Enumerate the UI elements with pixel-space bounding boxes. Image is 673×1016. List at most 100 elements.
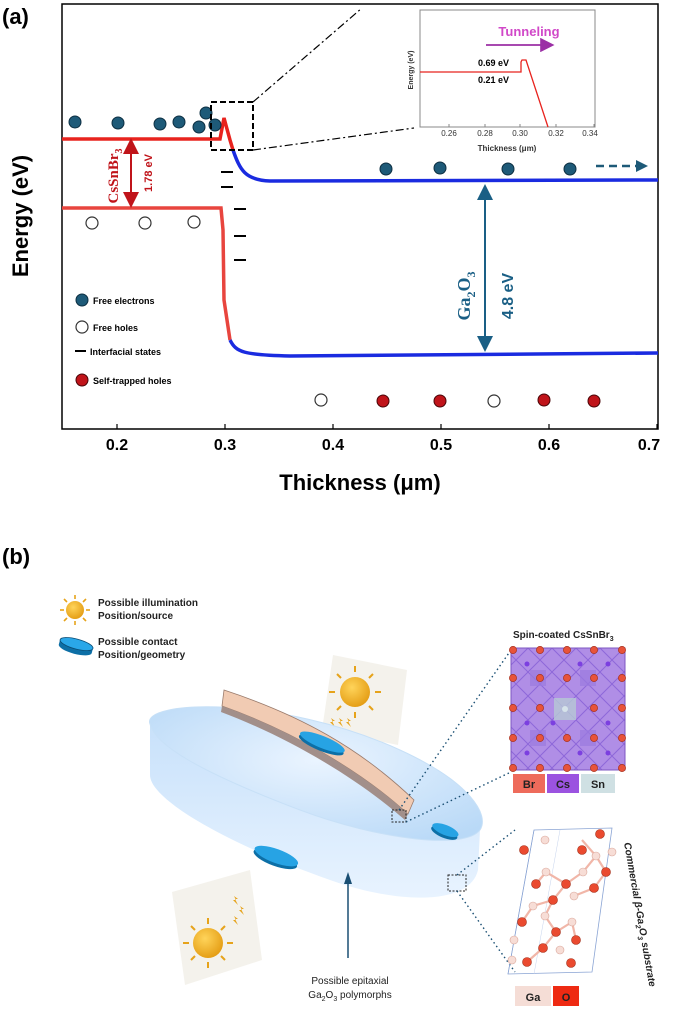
sun-legend-icon <box>60 595 90 625</box>
interfacial-states <box>221 171 246 261</box>
ga2o3-conduction-band <box>231 149 659 183</box>
epitaxial-label-line2: Ga2O3 polymorphs <box>308 990 391 1003</box>
electron <box>192 120 206 134</box>
epi-suffix: polymorphs <box>337 990 391 1001</box>
free-electrons <box>68 106 577 176</box>
inset-plot: 0.26 0.28 0.30 0.32 0.34 Thickness (μm) … <box>408 9 598 153</box>
electron <box>68 115 82 129</box>
legend-contact-line2: Position/geometry <box>98 650 186 661</box>
csnbr-gap-label: 1.78 eV <box>143 153 155 192</box>
panel-a-label: (a) <box>2 4 29 29</box>
self-trapped-hole <box>433 394 447 408</box>
contact-pad-bottom <box>253 845 299 870</box>
element-o: O <box>562 992 571 1004</box>
ga-subscript: 2 <box>464 292 478 298</box>
x-tick-label: 0.6 <box>538 437 560 454</box>
epi-ga: Ga <box>308 990 322 1001</box>
o-text: O <box>454 277 474 291</box>
sn-center <box>554 698 576 720</box>
inset-barrier-low: 0.21 eV <box>478 75 509 85</box>
ga2o3-valence-band <box>228 339 659 358</box>
x-tick-label: 0.3 <box>214 437 236 454</box>
inset-band-curve <box>420 59 549 128</box>
ga2o3-gap-label: 4.8 eV <box>500 273 517 320</box>
free-holes <box>85 215 501 408</box>
inset-tick-label: 0.32 <box>548 129 564 138</box>
electron <box>501 162 515 176</box>
zoom-connectors-b <box>398 649 516 973</box>
inset-tick-label: 0.34 <box>582 129 598 138</box>
x-tick-label: 0.2 <box>106 437 128 454</box>
substrate-sub2: 3 <box>636 936 644 941</box>
epi-o: O <box>326 990 334 1001</box>
self-trapped-hole <box>537 393 551 407</box>
hole <box>85 216 99 230</box>
legend-hole-marker <box>75 320 89 334</box>
electron <box>111 116 125 130</box>
element-cs: Cs <box>556 779 570 791</box>
inset-barrier-high: 0.69 eV <box>478 58 509 68</box>
contact-pad-film <box>298 731 345 756</box>
hole <box>487 394 501 408</box>
o-atoms <box>517 829 611 968</box>
cs-sites <box>530 670 596 746</box>
csnbr-material-label: CsSnBr3 <box>106 148 125 203</box>
illumination-source-bottom <box>172 870 262 985</box>
csnbr-valence-band <box>62 206 232 341</box>
o-subscript: 3 <box>464 271 478 277</box>
substrate-sub1: 2 <box>633 923 641 929</box>
epi-sub1: 2 <box>322 996 326 1003</box>
csnbr-film-edge <box>221 706 408 820</box>
electron <box>379 162 393 176</box>
inset-ticks <box>448 124 595 127</box>
electron <box>172 115 186 129</box>
self-trapped-hole <box>587 394 601 408</box>
light-bolt-icons <box>233 896 244 925</box>
legend-self-trapped-marker <box>75 373 89 387</box>
spin-coated-text: Spin-coated CsSnBr <box>513 630 610 641</box>
csnbr-subscript: 3 <box>114 148 125 153</box>
inset-tick-label: 0.26 <box>441 129 457 138</box>
electron <box>563 162 577 176</box>
illumination-source-top <box>322 655 407 745</box>
element-legend-bottom: Ga O <box>515 986 579 1006</box>
br-atoms <box>509 646 626 772</box>
element-sn: Sn <box>591 779 605 791</box>
self-trapped-hole <box>376 394 390 408</box>
panel-a-legend: Free electrons Free holes Interfacial st… <box>75 293 172 387</box>
inset-y-title: Energy (eV) <box>408 51 415 90</box>
substrate-o: O <box>636 927 648 937</box>
x-tick-label: 0.4 <box>322 437 344 454</box>
inset-tick-label: 0.30 <box>512 129 528 138</box>
spin-coated-label: Spin-coated CsSnBr3 <box>513 630 614 643</box>
spin-coated-subscript: 3 <box>610 636 614 643</box>
hole <box>314 393 328 407</box>
zoom-box <box>210 101 254 151</box>
legend-interfacial-states: Interfacial states <box>90 347 161 357</box>
ga-text: Ga <box>454 298 474 321</box>
sun-icon <box>340 677 370 707</box>
hole <box>138 216 152 230</box>
substrate-suffix: substrate <box>638 939 657 988</box>
substrate-label: Commercial β-Ga2O3 substrate <box>619 842 657 989</box>
cs-atoms <box>524 661 611 756</box>
ga2o3-material-label: Ga2O3 <box>454 271 478 320</box>
csnbr-label-text: CsSnBr <box>106 153 122 203</box>
zoom-connector-top <box>252 7 363 103</box>
legend-self-trapped-holes: Self-trapped holes <box>93 376 172 386</box>
contact-pad-right <box>431 823 459 840</box>
sun-icon <box>193 928 223 958</box>
contact-legend-icon <box>58 637 94 656</box>
epi-sub2: 3 <box>333 996 337 1003</box>
legend-illumination-line2: Position/source <box>98 611 173 622</box>
legend-free-electrons: Free electrons <box>93 296 155 306</box>
x-axis-title: Thickness (μm) <box>279 470 440 495</box>
self-trapped-holes <box>376 393 601 408</box>
legend-free-holes: Free holes <box>93 323 138 333</box>
electron <box>433 161 447 175</box>
x-tick-label: 0.7 <box>638 437 660 454</box>
ga2o3-crystal-structure <box>507 827 617 975</box>
tunneling-label: Tunneling <box>498 24 559 39</box>
panel-b-label: (b) <box>2 544 30 569</box>
